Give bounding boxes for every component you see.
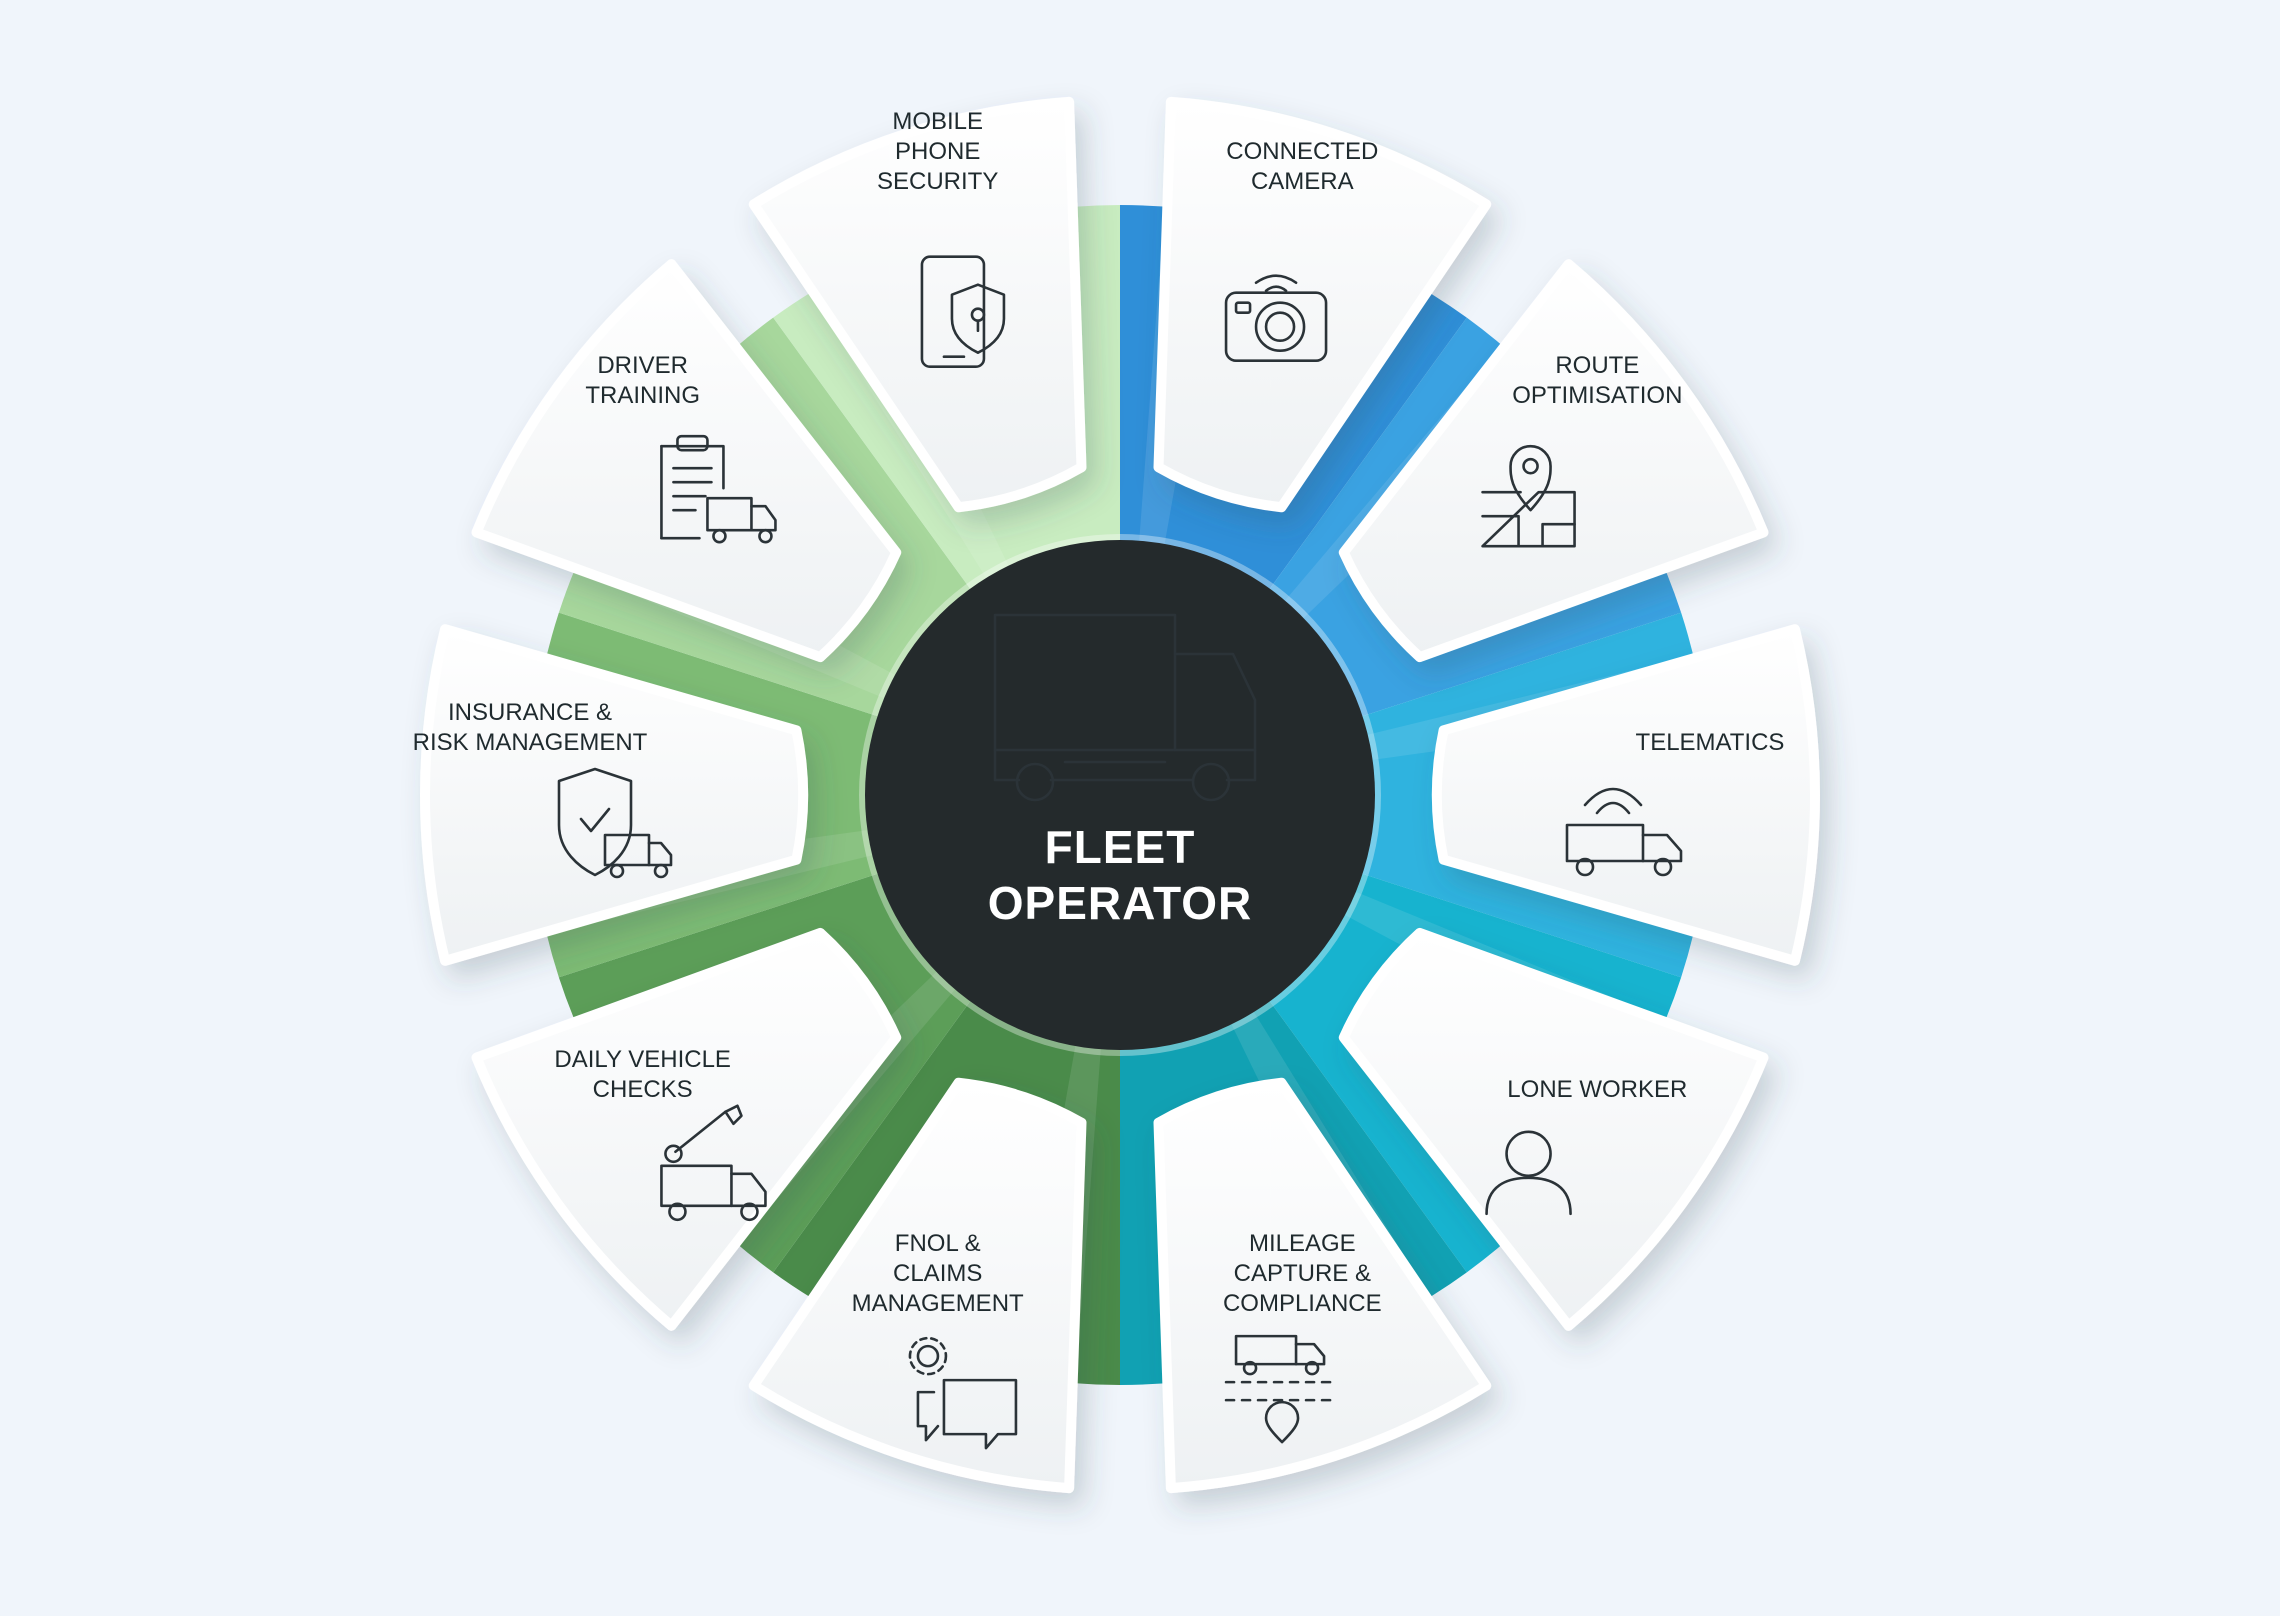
segment-label-connected-camera: CAMERA [1251,168,1354,195]
segment-label-mobile-phone-security: SECURITY [877,168,998,195]
segment-label-driver-training: TRAINING [585,382,700,409]
segment-label-mobile-phone-security: MOBILE [892,108,983,135]
card-driver-training[interactable] [471,259,902,663]
segment-label-driver-training: DRIVER [597,352,688,379]
segment-connected-camera[interactable]: CONNECTED CAMERA [1153,96,1492,513]
card-connected-camera[interactable] [1153,96,1492,513]
segment-label-mobile-phone-security: PHONE [895,138,980,165]
card-mobile-phone-security[interactable] [748,96,1087,513]
chat-gear-icon [908,1336,1018,1450]
person-icon [1485,1130,1572,1216]
hub-circle [865,540,1375,1050]
segment-label-fnol-claims: CLAIMS [893,1260,982,1287]
segment-driver-training[interactable]: DRIVER TRAINING [471,259,902,663]
card-daily-vehicle-checks[interactable] [471,927,902,1331]
hub-label: OPERATOR [988,877,1252,929]
segment-lone-worker[interactable]: LONE WORKER [1338,927,1769,1331]
segment-insurance-risk[interactable]: INSURANCE & RISK MANAGEMENT [413,624,809,966]
route-truck-icon [1224,1334,1338,1444]
camera-icon [1224,274,1328,363]
card-lone-worker[interactable] [1338,927,1769,1331]
segment-mileage-capture[interactable]: MILEAGE CAPTURE & COMPLIANCE [1153,1077,1492,1494]
shield-truck-icon [557,767,673,879]
truck-icon [993,613,1257,802]
segment-label-lone-worker: LONE WORKER [1507,1076,1687,1103]
wrench-truck-icon [660,1104,767,1222]
map-pin-icon [1481,444,1576,548]
card-fnol-claims[interactable] [748,1077,1087,1494]
segment-label-connected-camera: CONNECTED [1226,138,1378,165]
segment-label-telematics: TELEMATICS [1636,729,1785,756]
segment-route-optimisation[interactable]: ROUTE OPTIMISATION [1338,259,1769,663]
segment-label-mileage-capture: CAPTURE & [1234,1260,1371,1287]
segment-daily-vehicle-checks[interactable]: DAILY VEHICLE CHECKS [471,927,902,1331]
card-insurance-risk[interactable] [420,624,809,966]
hub-label: FLEET [1045,821,1196,873]
card-telematics[interactable] [1431,624,1821,966]
segment-fnol-claims[interactable]: FNOL & CLAIMS MANAGEMENT [748,1077,1087,1494]
segment-label-mileage-capture: MILEAGE [1249,1230,1356,1257]
segment-label-fnol-claims: MANAGEMENT [852,1290,1024,1317]
phone-shield-icon [920,255,1006,369]
segment-label-daily-vehicle-checks: DAILY VEHICLE [554,1046,731,1073]
segment-label-fnol-claims: FNOL & [895,1230,981,1257]
card-route-optimisation[interactable] [1338,259,1769,663]
segment-label-insurance-risk: RISK MANAGEMENT [413,729,648,756]
segment-label-route-optimisation: ROUTE [1555,352,1639,379]
segment-label-mileage-capture: COMPLIANCE [1223,1290,1382,1317]
segment-cards: CONNECTED CAMERA ROUTE OPTIMISATION TELEMATI… [413,96,1821,1494]
segment-telematics[interactable]: TELEMATICS [1431,624,1821,966]
card-mileage-capture[interactable] [1153,1077,1492,1494]
segment-label-daily-vehicle-checks: CHECKS [593,1076,693,1103]
clipboard-truck-icon [660,434,777,544]
telematics-truck-icon [1565,787,1683,877]
segment-label-insurance-risk: INSURANCE & [448,699,612,726]
segment-mobile-phone-security[interactable]: MOBILE PHONE SECURITY [748,96,1087,513]
segment-label-route-optimisation: OPTIMISATION [1512,382,1682,409]
